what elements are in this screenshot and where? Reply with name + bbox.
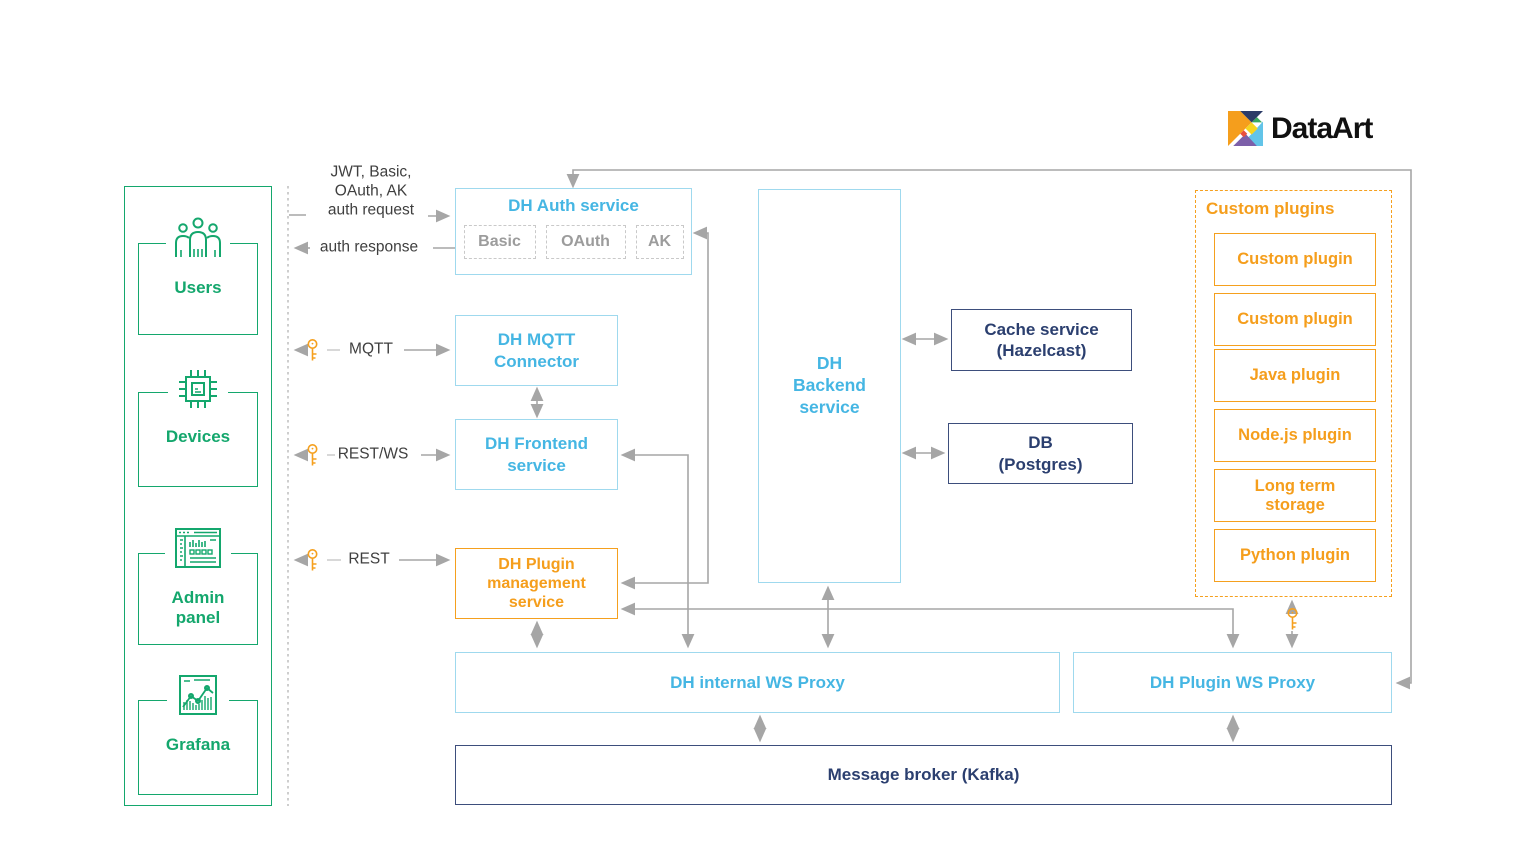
custom-plugins-title: Custom plugins — [1206, 199, 1335, 218]
custom-plugins-container: Custom plugins Custom plugin Custom plug… — [1195, 190, 1392, 597]
dh-plugin-ws-proxy-box: DH Plugin WS Proxy — [1073, 652, 1392, 713]
auth-pluginmgmt-link — [620, 226, 709, 590]
message-broker-kafka-box: Message broker (Kafka) — [455, 745, 1392, 805]
cache-service-box: Cache service (Hazelcast) — [951, 309, 1132, 371]
key-icon — [1287, 608, 1298, 630]
dh-plugin-management-service-box: DH Plugin management service — [455, 548, 618, 619]
key-icon — [307, 549, 318, 571]
plugin-item: Custom plugin — [1214, 233, 1376, 286]
key-icon — [307, 444, 318, 466]
actor-label: Admin panel — [171, 588, 225, 628]
dh-internal-ws-proxy-box: DH internal WS Proxy — [455, 652, 1060, 713]
pluginmgmt-pluginproxy-link — [620, 602, 1240, 649]
rest-label: REST — [348, 550, 390, 568]
plugin-item: Node.js plugin — [1214, 409, 1376, 462]
dh-frontend-service-box: DH Frontend service — [455, 419, 618, 490]
plugin-item: Java plugin — [1214, 349, 1376, 402]
auth-module-basic: Basic — [463, 225, 536, 259]
proxy-frontend-link — [620, 448, 695, 649]
db-postgres-box: DB (Postgres) — [948, 423, 1133, 484]
logo-text: DataArt — [1271, 111, 1373, 145]
auth-module-ak: AK — [635, 225, 684, 259]
actor-label: Users — [174, 278, 222, 297]
plugin-item: Custom plugin — [1214, 293, 1376, 346]
key-icon — [307, 339, 318, 361]
mqtt-label: MQTT — [349, 340, 393, 358]
actor-label: Grafana — [165, 735, 231, 754]
auth-response-label: auth response — [319, 238, 419, 256]
chip-icon — [168, 366, 228, 412]
dh-auth-service-title: DH Auth service — [508, 196, 639, 215]
auth-module-oauth: OAuth — [545, 225, 626, 259]
plugin-item: Long term storage — [1214, 469, 1376, 522]
grafana-chart-icon — [167, 674, 229, 718]
dataart-tangram-icon — [1228, 111, 1263, 146]
plugin-item: Python plugin — [1214, 529, 1376, 582]
dh-auth-service-box: DH Auth service Basic OAuth AK — [455, 188, 692, 275]
actor-devices: Devices — [138, 366, 258, 487]
auth-modules-row: Basic OAuth AK — [456, 225, 691, 259]
dh-backend-service-box: DH Backend service — [758, 189, 901, 583]
actor-admin-panel: Admin panel — [138, 527, 258, 645]
rest-ws-label: REST/WS — [337, 445, 409, 463]
auth-request-label: JWT, Basic, OAuth, AK auth request — [327, 163, 415, 219]
actor-label: Devices — [165, 427, 231, 446]
admin-panel-icon — [165, 527, 231, 569]
dh-mqtt-connector-box: DH MQTT Connector — [455, 315, 618, 386]
users-icon — [166, 217, 230, 257]
auth-pluginproxy-link — [566, 169, 1412, 690]
actor-users: Users — [138, 217, 258, 335]
dataart-logo: DataArt — [1228, 111, 1373, 146]
actor-grafana: Grafana — [138, 674, 258, 795]
actors-panel — [124, 186, 272, 806]
